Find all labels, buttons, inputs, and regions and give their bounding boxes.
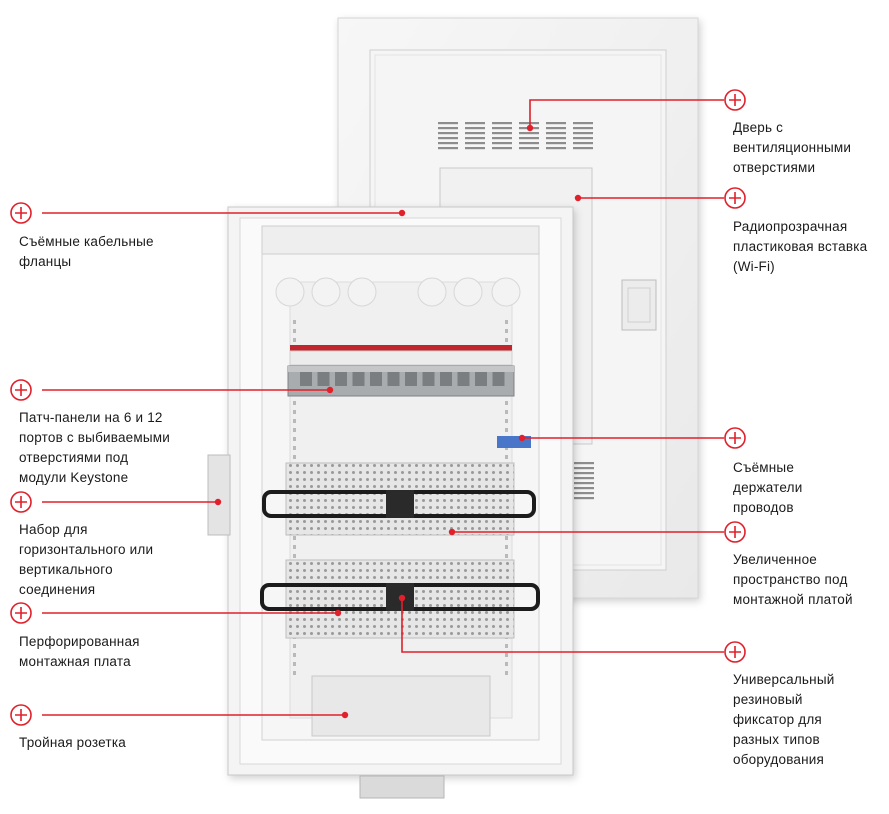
callout-leader-lines (42, 99, 724, 716)
plus-circle-icon (10, 491, 32, 513)
perforated-plate-upper (285, 462, 515, 536)
plus-circle-icon (724, 427, 746, 449)
plus-circle-icon (10, 704, 32, 726)
plus-circle-icon (724, 521, 746, 543)
rubber-fixer-upper (262, 490, 536, 518)
cable-flange-top (261, 225, 540, 307)
callout-dots (214, 124, 582, 719)
callout-triple-socket: Тройная розетка (19, 735, 126, 750)
plus-circle-icon (724, 641, 746, 663)
patch-panel-ports (300, 372, 505, 386)
plus-circle-icon (724, 89, 746, 111)
plus-circle-icon (10, 379, 32, 401)
side-bracket (207, 454, 231, 536)
patch-panel (287, 345, 515, 397)
triple-socket-block (311, 675, 491, 799)
plus-circle-icon (10, 202, 32, 224)
plus-circle-icon (724, 187, 746, 209)
plus-circle-icon (10, 602, 32, 624)
ventilation-slots (438, 122, 594, 500)
